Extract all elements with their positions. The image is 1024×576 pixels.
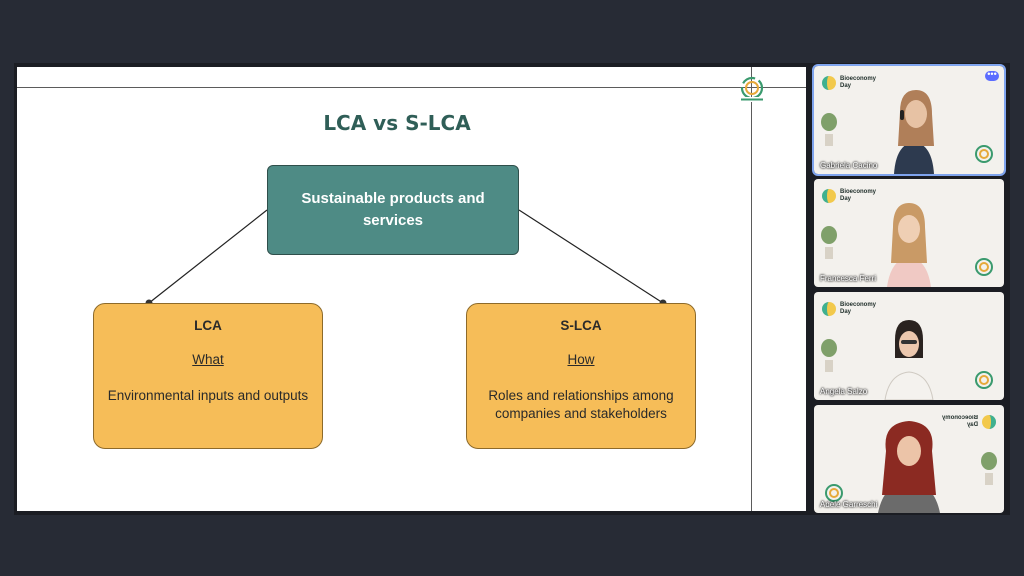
biofairnet-logo xyxy=(740,76,764,102)
lca-description: Environmental inputs and outputs xyxy=(107,388,309,403)
participant-video xyxy=(878,421,940,513)
participant-video xyxy=(887,203,931,287)
slide-title: LCA vs S-LCA xyxy=(323,111,471,135)
slca-title: S-LCA xyxy=(560,318,602,333)
participant-name: Angela Salzo xyxy=(820,387,868,396)
participant-name: Francesca Ferri xyxy=(820,274,877,283)
plant-icon xyxy=(821,339,837,372)
plant-icon xyxy=(981,452,997,485)
lca-title: LCA xyxy=(194,318,222,333)
biofairnet-badge-icon xyxy=(975,371,993,389)
plant-icon xyxy=(821,226,837,259)
slide-divider-horizontal xyxy=(17,87,806,88)
biofairnet-badge-icon xyxy=(975,145,993,163)
participant-video xyxy=(894,90,934,174)
biofairnet-badge-icon xyxy=(825,484,843,502)
slca-box: S-LCA How Roles and relationships among … xyxy=(466,303,696,449)
biofairnet-badge-icon xyxy=(975,258,993,276)
participant-name: Gabriela Cacino xyxy=(820,161,878,170)
shared-slide: LCA vs S-LCA Sustainable products and se… xyxy=(17,67,806,511)
plant-icon xyxy=(821,113,837,146)
participant-video xyxy=(884,320,934,400)
lca-box: LCA What Environmental inputs and output… xyxy=(93,303,323,449)
participant-name: Adele Garreschi xyxy=(820,500,878,509)
sustainable-products-box: Sustainable products and services xyxy=(267,165,519,255)
slca-subtitle: How xyxy=(567,352,595,367)
slca-description: Roles and relationships among companies … xyxy=(488,388,674,421)
slide-divider-vertical xyxy=(751,67,752,511)
more-options-button[interactable]: ••• xyxy=(985,70,999,81)
lca-subtitle: What xyxy=(192,352,224,367)
